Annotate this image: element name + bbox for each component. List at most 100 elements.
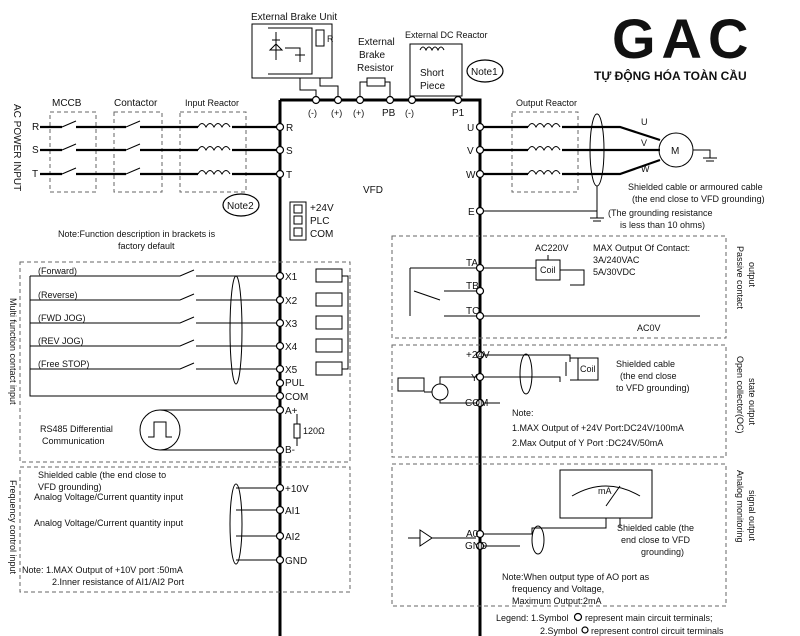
output-shield-note-1: Shielded cable or armoured cable <box>628 182 763 192</box>
supply-24v-label: +24V <box>310 203 334 214</box>
legend-line-1-end: represent main circuit terminals; <box>585 613 713 623</box>
note1-callout <box>466 59 504 83</box>
freq-terminal-gnd: GND <box>285 556 307 567</box>
dc-terminal-label: PB <box>382 108 396 119</box>
input-row-3: (FWD JOG) X3 <box>30 313 343 330</box>
mccb-label: MCCB <box>52 98 82 109</box>
freq-section-box <box>19 466 351 593</box>
dc-terminal-label: P1 <box>452 108 465 119</box>
rs485-label-1: RS485 Differential <box>40 424 113 434</box>
oc-transistor-icon <box>431 383 449 401</box>
legend-control-terminal-symbol <box>581 626 589 634</box>
input-function-label: (Reverse) <box>38 290 78 300</box>
dc-terminals: (-) (+) (+) PB (-) P1 <box>308 95 465 119</box>
vfd-box <box>278 98 482 636</box>
oc-shield-note-3: to VFD grounding) <box>616 383 690 393</box>
oc-terminal-com: COM <box>465 398 488 409</box>
freq-section-label: Frequency control input <box>8 480 18 575</box>
output-reactor-label: Output Reactor <box>516 98 577 108</box>
vfd-label: VFD <box>363 185 383 196</box>
relay-max-note-1: MAX Output Of Contact: <box>593 243 690 253</box>
relay-section-label-1: Passive contact <box>735 246 745 310</box>
relay-terminal-tc: TC <box>466 306 479 317</box>
function-note-1: Note:Function description in brackets is <box>58 229 216 239</box>
dc-terminal <box>453 95 463 105</box>
freq-note-1: Note: 1.MAX Output of +10V port :50mA <box>22 565 183 575</box>
dc-terminal <box>333 95 343 105</box>
input-row-2: (Reverse) X2 <box>30 290 343 307</box>
supply-plc-label: PLC <box>310 216 329 227</box>
dc-terminal-label: (+) <box>331 108 342 118</box>
optocoupler-icon <box>315 338 343 353</box>
ac-power-input-label: AC POWER INPUT <box>11 104 22 191</box>
motor-phase-v: V <box>641 138 647 148</box>
relay-max-note-2: 3A/240VAC <box>593 255 640 265</box>
inputs-shield <box>229 275 243 385</box>
freq-note-2: 2.Inner resistance of AI1/AI2 Port <box>52 577 185 587</box>
oc-section-label-2: state output <box>747 378 757 426</box>
dc-reactor-label: External DC Reactor <box>405 30 488 40</box>
dc-terminal-label: (-) <box>308 108 317 118</box>
contactor-label: Contactor <box>114 98 158 109</box>
ao-section-label-2: signal output <box>747 490 757 542</box>
oc-note-2: 2.Max Output of Y Port :DC24V/50mA <box>512 438 663 448</box>
oc-section-box <box>391 344 727 458</box>
oc-section-label-1: Open collector(OC) <box>735 356 745 434</box>
freq-shield-note-2: VFD grounding) <box>38 482 102 492</box>
brake-unit-r: R <box>327 34 334 44</box>
brake-unit-resistor <box>315 29 325 47</box>
rs485-a-terminal: A+ <box>285 406 298 417</box>
freq-terminal-ai1: AI1 <box>285 506 300 517</box>
supply-com-label: COM <box>310 229 333 240</box>
ao-shield-note-2: end close to VFD <box>621 535 691 545</box>
brake-resistor-label-1: External <box>358 37 395 48</box>
contactor-box <box>113 111 163 193</box>
pul-terminal-label: PUL <box>285 378 305 389</box>
mccb-box <box>49 111 97 193</box>
vfd-terminal-w: W <box>466 170 476 181</box>
output-reactor-box <box>511 111 579 193</box>
motor-phase-u: U <box>641 117 648 127</box>
freq-terminal-10v: +10V <box>285 484 309 495</box>
brand-logo: GAC <box>612 7 754 70</box>
input-terminal-label: X4 <box>285 342 298 353</box>
rs485-pulse-icon <box>139 409 181 451</box>
ao-section-label-1: Analog monitoring <box>735 470 745 543</box>
ground-note-2: is less than 10 ohms) <box>620 220 705 230</box>
motor-label: M <box>671 146 679 157</box>
oc-coil <box>577 357 599 381</box>
ground-note-1: (The grounding resistance <box>608 208 713 218</box>
input-function-label: (Forward) <box>38 266 77 276</box>
inputs-section-box <box>19 261 351 463</box>
oc-note-1: 1.MAX Output of +24V Port:DC24V/100mA <box>512 423 684 433</box>
relay-terminal-tb: TB <box>466 281 479 292</box>
legend-line-1: Legend: 1.Symbol <box>496 613 569 623</box>
ao-shield-note-1: Shielded cable (the <box>617 523 694 533</box>
phase-t-label: T <box>32 169 38 180</box>
supply-jumper-block <box>289 201 307 241</box>
dc-terminal-label: (-) <box>405 108 414 118</box>
relay-max-note-3: 5A/30VDC <box>593 267 636 277</box>
optocoupler-icon <box>315 268 343 283</box>
dc-terminal-label: (+) <box>353 108 364 118</box>
dc-terminal <box>385 95 395 105</box>
rs485-label-2: Communication <box>42 436 105 446</box>
legend-main-terminal-symbol <box>573 612 583 622</box>
input-function-label: (FWD JOG) <box>38 313 86 323</box>
brake-unit-label: External Brake Unit <box>251 12 337 23</box>
brake-resistor <box>366 77 386 87</box>
input-com-terminal-label: COM <box>285 392 308 403</box>
short-piece-label-1: Short <box>420 68 444 79</box>
vfd-terminal-s: S <box>286 146 293 157</box>
short-piece-label-2: Piece <box>420 81 445 92</box>
brake-unit-box <box>251 23 333 79</box>
brake-resistor-label-3: Resistor <box>357 63 394 74</box>
oc-note-heading: Note: <box>512 408 534 418</box>
vfd-terminal-v: V <box>467 146 474 157</box>
vfd-terminal-e: E <box>468 207 475 218</box>
input-terminal-label: X1 <box>285 272 298 283</box>
ao-note-3: Maximum Output:2mA <box>512 596 602 606</box>
input-function-label: (REV JOG) <box>38 336 84 346</box>
legend-line-2-end: represent control circuit terminals <box>591 626 724 636</box>
